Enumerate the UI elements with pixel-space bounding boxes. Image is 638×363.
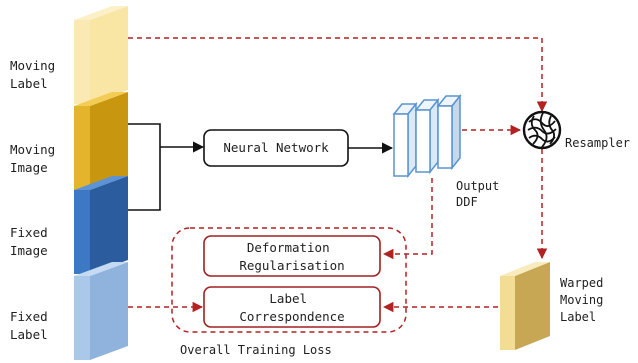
- moving-image-text: Moving Image: [10, 142, 63, 175]
- resampler-icon: [522, 110, 562, 150]
- fixed-label-text: Fixed Label: [10, 309, 55, 342]
- ddf-volume: [392, 93, 462, 179]
- neural-network-box: Neural Network: [203, 129, 349, 167]
- deformation-regularisation-label: Deformation Regularisation: [239, 240, 344, 273]
- warped-label-volume: [500, 262, 550, 350]
- deformation-regularisation-box: Deformation Regularisation: [203, 235, 381, 277]
- fixed-image-volume: [74, 176, 128, 274]
- warped-label-text: Warped Moving Label: [560, 276, 611, 324]
- dashed-flow-arrows: [128, 37, 548, 313]
- moving-label-to-resampler-arrow: [128, 37, 548, 113]
- label-correspondence-label: Label Correspondence: [239, 291, 344, 324]
- image-to-network-connector: [128, 123, 205, 211]
- ddf-to-regularisation-arrow: [382, 178, 433, 260]
- fixed-image-text: Fixed Image: [10, 225, 55, 258]
- resampler-label: Resampler: [565, 136, 630, 150]
- moving-label-text: Moving Label: [10, 58, 63, 91]
- moving-label-volume: [74, 6, 128, 104]
- ddf-label: Output DDF: [456, 179, 507, 209]
- moving-image-volume: [74, 92, 128, 190]
- neural-network-label: Neural Network: [223, 140, 329, 155]
- overall-loss-label: Overall Training Loss: [180, 343, 332, 357]
- label-correspondence-box: Label Correspondence: [203, 286, 381, 328]
- fixed-label-volume: [74, 262, 128, 360]
- overall-loss-container: [171, 227, 407, 333]
